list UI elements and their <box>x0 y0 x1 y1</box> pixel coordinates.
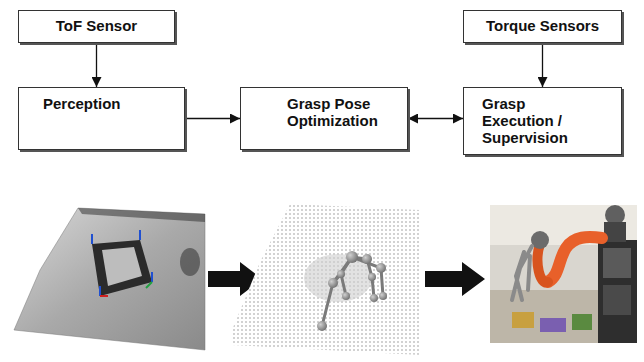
flow-arrow <box>185 118 240 119</box>
box-label: Torque Sensors <box>464 17 621 34</box>
process-box: Grasp Execution / Supervision <box>463 87 622 155</box>
robot-photo <box>490 205 637 343</box>
process-box: Perception <box>18 87 185 150</box>
box-label: Grasp Pose Optimization <box>287 95 378 129</box>
process-box: Torque Sensors <box>463 10 622 43</box>
depth-image <box>14 208 205 350</box>
flow-arrow <box>408 118 463 119</box>
flow-arrow <box>96 43 97 87</box>
process-box: ToF Sensor <box>18 10 175 43</box>
point-cloud <box>232 204 420 355</box>
box-label: Perception <box>43 95 184 112</box>
flow-arrow <box>542 43 543 87</box>
process-box: Grasp Pose Optimization <box>240 87 408 150</box>
box-label: ToF Sensor <box>19 17 174 34</box>
flow-arrow <box>425 262 485 296</box>
box-label: Grasp Execution / Supervision <box>482 95 587 146</box>
